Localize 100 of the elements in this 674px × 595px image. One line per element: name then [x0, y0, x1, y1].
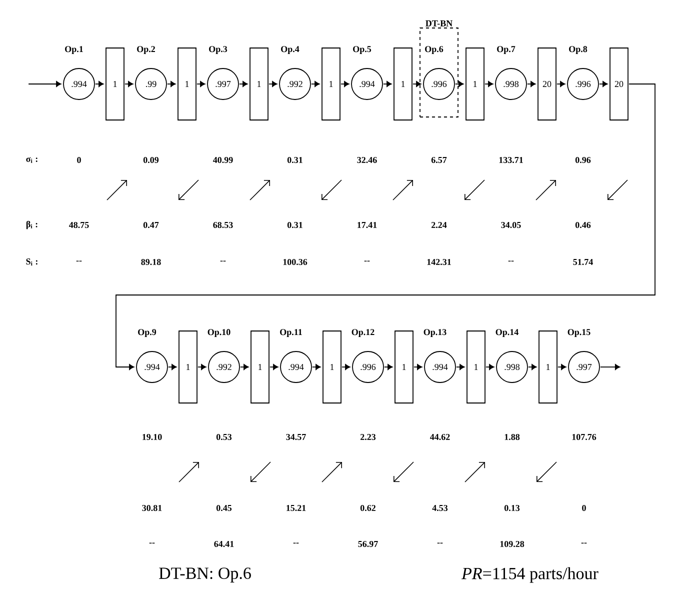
arrow — [486, 364, 494, 370]
buffer-box: 1 — [394, 330, 414, 404]
arrow — [556, 81, 566, 87]
value-label: 0.31 — [287, 156, 302, 164]
operation-label: Op.14 — [496, 329, 518, 337]
node-label: DT-BN — [426, 20, 452, 26]
arrow — [124, 81, 134, 87]
value-label: 107.76 — [572, 434, 596, 440]
value-label: -- — [364, 260, 370, 262]
footer-note: PR=1154 parts/hour — [461, 567, 598, 583]
operation-label: Op.13 — [424, 329, 446, 337]
value-label: -- — [293, 542, 299, 544]
value-label: 4.53 — [432, 504, 448, 512]
row-label: σ$_{i}$ : — [26, 157, 38, 163]
arrow — [240, 364, 249, 370]
buffer-box: 1 — [466, 330, 486, 404]
buffer-box: 1 — [250, 330, 270, 404]
operation-label: Op.4 — [281, 46, 300, 54]
value-label: 0.53 — [216, 434, 232, 440]
arrow — [414, 364, 422, 370]
arrow — [340, 81, 350, 87]
value-label: 34.57 — [286, 434, 306, 440]
value-label: -- — [76, 260, 82, 262]
value-label: 51.74 — [573, 258, 593, 266]
buffer-box: 1 — [178, 48, 196, 120]
arrow — [270, 364, 278, 370]
operation-label: Op.12 — [352, 329, 374, 337]
value-label: 0 — [582, 504, 586, 512]
value-label: 6.57 — [431, 156, 447, 164]
operation-label: Op.15 — [568, 329, 590, 337]
arrow — [383, 81, 392, 87]
arrow — [239, 81, 248, 87]
operation-label: Op.2 — [137, 46, 155, 54]
value-label: 32.46 — [357, 156, 377, 164]
operation-label: Op.9 — [138, 329, 156, 337]
arrow — [311, 81, 320, 87]
arrow — [95, 81, 104, 87]
buffer-box: 1 — [466, 48, 484, 120]
arrow — [412, 81, 422, 87]
value-label: 30.81 — [142, 504, 162, 512]
arrow — [342, 364, 350, 370]
footer-note: DT-BN: Op.6 — [159, 568, 251, 582]
value-label: 0.46 — [575, 222, 591, 228]
value-label: 1.88 — [504, 434, 520, 440]
value-label: -- — [581, 542, 587, 544]
value-label: 44.62 — [430, 434, 450, 440]
operation-label: Op.1 — [65, 46, 83, 54]
arrow — [527, 81, 536, 87]
arrow — [455, 81, 464, 87]
value-label: 48.75 — [69, 222, 89, 228]
value-label: 2.23 — [360, 434, 376, 440]
value-label: 17.41 — [358, 222, 377, 228]
value-label: 100.36 — [283, 258, 308, 266]
arrow — [268, 81, 278, 87]
arrow — [28, 81, 62, 87]
value-label: 19.10 — [142, 434, 162, 440]
buffer-box: 1 — [250, 48, 268, 120]
arrow — [599, 81, 608, 87]
buffer-box: 20 — [610, 48, 628, 120]
value-label: 89.18 — [141, 258, 161, 266]
value-label: 2.24 — [432, 222, 447, 228]
value-label: 142.31 — [427, 258, 451, 266]
value-label: 15.21 — [286, 504, 306, 512]
operation-label: Op.11 — [280, 329, 302, 337]
value-label: -- — [508, 260, 514, 262]
value-label: 0.47 — [143, 222, 159, 228]
value-label: 0.62 — [360, 504, 376, 512]
operation-label: Op.5 — [353, 46, 372, 54]
operation-label: Op.6 — [425, 46, 444, 54]
arrow — [167, 81, 176, 87]
value-label: 109.28 — [500, 540, 524, 548]
arrow — [196, 81, 206, 87]
value-label: 64.41 — [214, 540, 234, 548]
buffer-box: 20 — [538, 48, 556, 120]
value-label: 34.05 — [501, 222, 521, 228]
value-label: -- — [220, 260, 226, 262]
value-label: 0.09 — [143, 156, 159, 164]
arrow — [312, 364, 321, 370]
buffer-box: 1 — [322, 330, 342, 404]
operation-label: Op.7 — [497, 46, 516, 54]
value-label: 0.96 — [575, 156, 591, 164]
arrow — [528, 364, 537, 370]
value-label: -- — [437, 542, 443, 544]
value-label: -- — [149, 542, 155, 544]
operation-label: Op.3 — [209, 46, 228, 54]
arrow — [558, 364, 566, 370]
buffer-box: 1 — [106, 48, 124, 120]
buffer-box: 1 — [178, 330, 198, 404]
value-label: 133.71 — [499, 156, 523, 164]
arrow — [168, 364, 177, 370]
buffer-box: 1 — [538, 330, 558, 404]
value-label: 56.97 — [358, 540, 378, 548]
operation-label: Op.10 — [208, 329, 230, 337]
arrow — [600, 364, 620, 370]
arrow — [116, 84, 656, 370]
buffer-box: 1 — [394, 48, 412, 120]
operation-label: Op.8 — [569, 46, 588, 54]
value-label: 0.45 — [216, 504, 232, 512]
value-label: 68.53 — [213, 222, 233, 228]
value-label: 0.31 — [287, 222, 302, 228]
